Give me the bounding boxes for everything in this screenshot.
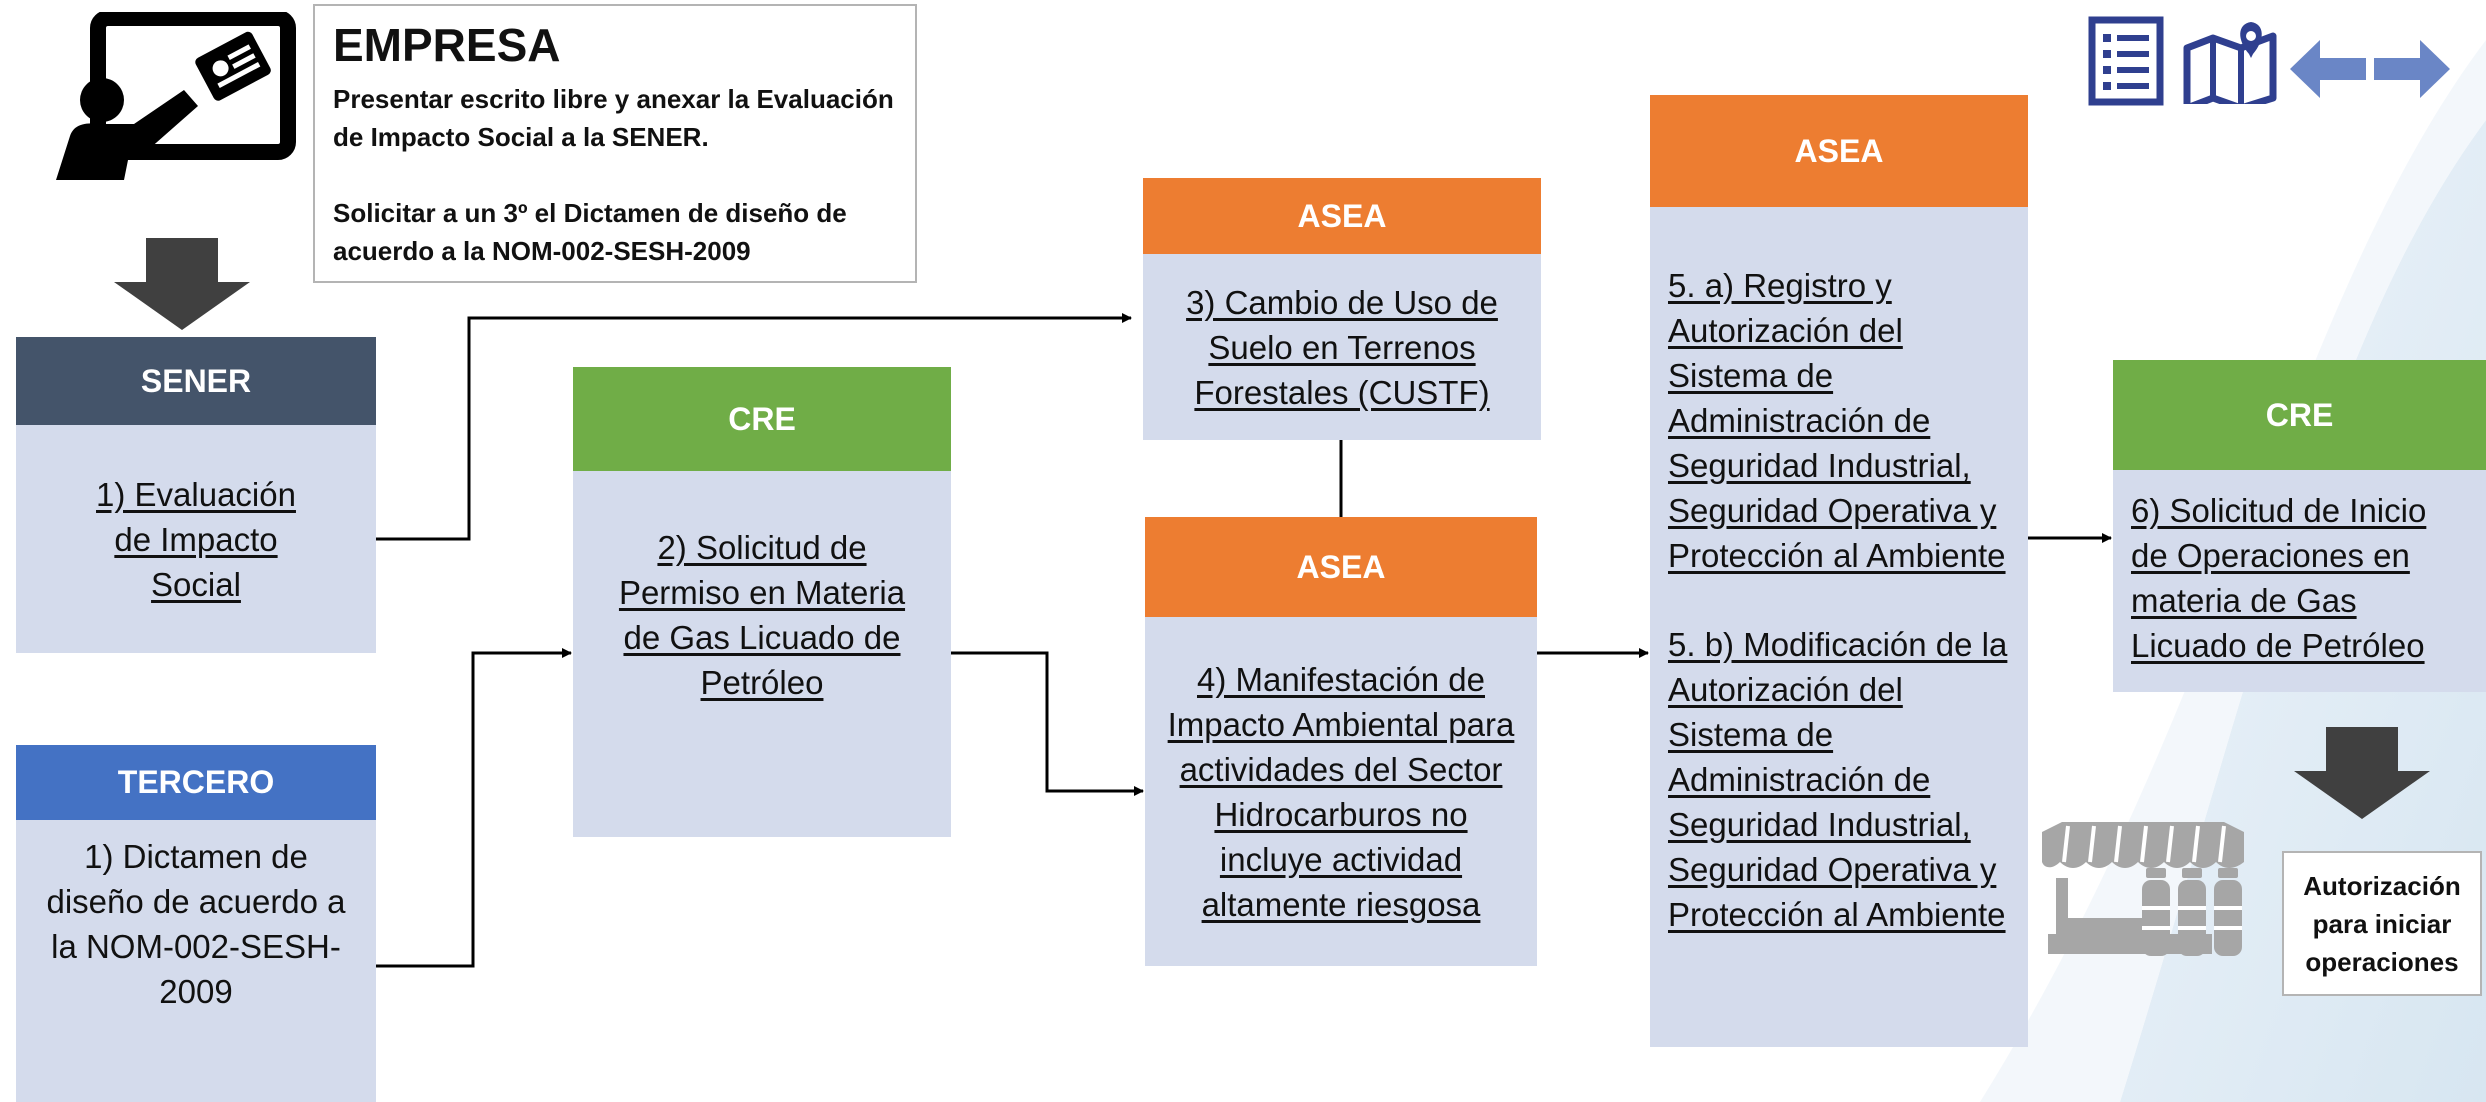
tercero-box: 1) Dictamen de diseño de acuerdo a la NO… bbox=[16, 820, 376, 1102]
empresa-box: EMPRESA Presentar escrito libre y anexar… bbox=[313, 4, 917, 283]
asea-header-3: ASEA bbox=[1143, 178, 1541, 254]
cre-header-2: CRE bbox=[573, 367, 951, 471]
tercero-text: 1) Dictamen de diseño de acuerdo a la NO… bbox=[46, 838, 346, 1010]
forward-arrow-icon[interactable] bbox=[2372, 38, 2450, 100]
sener-link[interactable]: 1) Evaluación de Impacto Social bbox=[96, 475, 296, 603]
asea-header-4: ASEA bbox=[1145, 517, 1537, 617]
cre-header-6: CRE bbox=[2113, 360, 2486, 470]
empresa-text-2: Solicitar a un 3º el Dictamen de diseño … bbox=[333, 198, 847, 266]
asea-box-3[interactable]: 3) Cambio de Uso de Suelo en Terrenos Fo… bbox=[1143, 254, 1541, 440]
store-icon bbox=[2042, 822, 2244, 954]
asea-box-5[interactable]: 5. a) Registro y Autorización del Sistem… bbox=[1650, 207, 2028, 1047]
cre-link-2[interactable]: 2) Solicitud de Permiso en Materia de Ga… bbox=[618, 529, 906, 701]
down-arrow-left bbox=[114, 238, 250, 330]
final-authorization-box: Autorización para iniciar operaciones bbox=[2282, 851, 2482, 996]
connector-sener-asea3 bbox=[376, 313, 1132, 541]
map-icon[interactable] bbox=[2183, 20, 2283, 104]
asea-link-5a[interactable]: 5. a) Registro y Autorización del Sistem… bbox=[1668, 267, 2006, 574]
asea-link-4[interactable]: 4) Manifestación de Impacto Ambiental pa… bbox=[1167, 660, 1515, 923]
sener-header: SENER bbox=[16, 337, 376, 425]
presenter-icon bbox=[56, 12, 296, 180]
final-authorization-text: Autorización para iniciar operaciones bbox=[2303, 870, 2461, 977]
asea-box-4[interactable]: 4) Manifestación de Impacto Ambiental pa… bbox=[1145, 617, 1537, 966]
cre-box-2[interactable]: 2) Solicitud de Permiso en Materia de Ga… bbox=[573, 471, 951, 837]
list-icon[interactable] bbox=[2088, 16, 2164, 106]
connector-cre-asea4 bbox=[951, 651, 1144, 796]
connector-tercero-cre bbox=[376, 648, 572, 968]
empresa-text-1: Presentar escrito libre y anexar la Eval… bbox=[333, 84, 894, 152]
cre-link-6[interactable]: 6) Solicitud de Inicio de Operaciones en… bbox=[2131, 492, 2427, 664]
empresa-title: EMPRESA bbox=[333, 19, 561, 71]
cre-box-6[interactable]: 6) Solicitud de Inicio de Operaciones en… bbox=[2113, 470, 2486, 692]
sener-box[interactable]: 1) Evaluación de Impacto Social bbox=[16, 425, 376, 653]
down-arrow-right bbox=[2294, 727, 2430, 819]
asea-link-5b[interactable]: 5. b) Modificación de la Autorización de… bbox=[1668, 626, 2008, 933]
tercero-header: TERCERO bbox=[16, 745, 376, 820]
back-arrow-icon[interactable] bbox=[2290, 38, 2368, 100]
gas-cylinders-icon bbox=[2142, 868, 2242, 956]
asea-header-5: ASEA bbox=[1650, 95, 2028, 207]
asea-link-3[interactable]: 3) Cambio de Uso de Suelo en Terrenos Fo… bbox=[1186, 283, 1498, 411]
